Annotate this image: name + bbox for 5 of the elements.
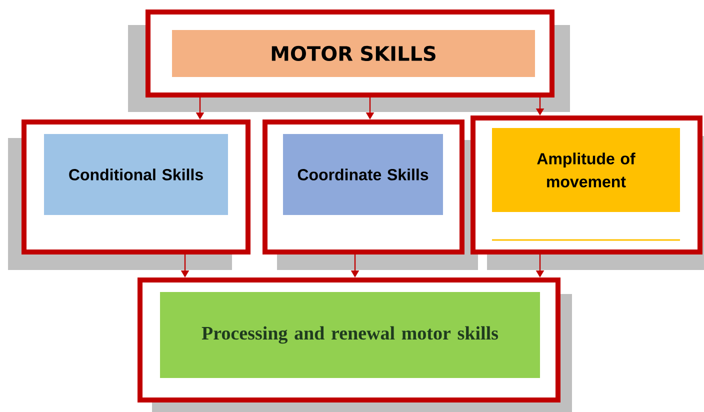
skill-box: Conditional Skills — [22, 120, 250, 254]
skill-box: Amplitude of movement — [470, 116, 702, 254]
skill-box: Processing and renewal motor skills — [138, 278, 560, 402]
skill-box: Coordinate Skills — [262, 120, 464, 254]
skill-box: MOTOR SKILLS — [146, 10, 554, 98]
